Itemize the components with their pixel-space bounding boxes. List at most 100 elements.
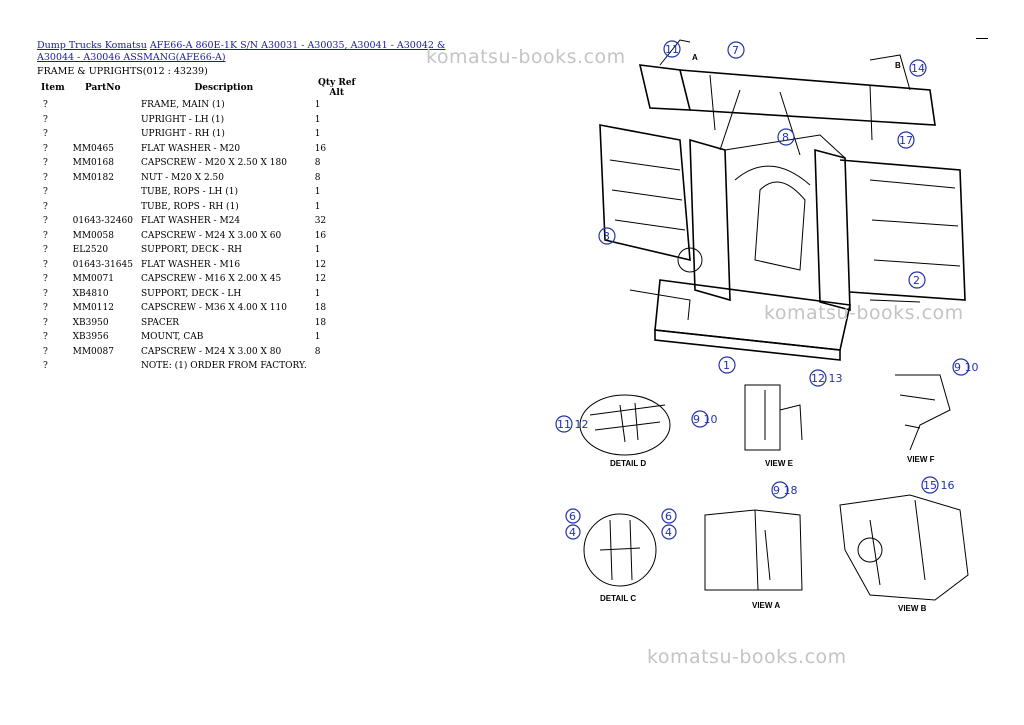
callout-9-10-view-f: 9 10 bbox=[952, 358, 979, 376]
svg-text:9 10: 9 10 bbox=[954, 361, 979, 374]
watermark-top: komatsu-books.com bbox=[426, 46, 626, 68]
cell-desc: MOUNT, CAB bbox=[140, 332, 204, 343]
cell-desc: CAPSCREW - M36 X 4.00 X 110 bbox=[140, 303, 287, 314]
cell-qty: 1 bbox=[314, 129, 321, 140]
cell-qty: 16 bbox=[314, 143, 327, 154]
cell-part bbox=[69, 185, 137, 200]
cell-item: ? bbox=[43, 114, 48, 125]
view-b-label: VIEW B bbox=[898, 604, 927, 613]
view-f-drawing: VIEW F bbox=[895, 374, 951, 464]
svg-text:1: 1 bbox=[723, 359, 730, 372]
cell-part: MM0087 bbox=[72, 346, 114, 357]
cell-item: ? bbox=[43, 216, 48, 227]
header-qty-ref-alt: Qty Ref Alt bbox=[317, 78, 356, 98]
cell-part: MM0168 bbox=[72, 158, 114, 169]
cell-item: ? bbox=[43, 158, 48, 169]
cell-qty bbox=[311, 359, 363, 374]
cell-part: 01643-31645 bbox=[72, 259, 133, 270]
callout-17: 17 bbox=[897, 131, 915, 149]
cell-desc: UPRIGHT - LH (1) bbox=[140, 114, 225, 125]
cell-part: XB3950 bbox=[72, 317, 109, 328]
svg-text:9 18: 9 18 bbox=[773, 484, 798, 497]
cell-item: ? bbox=[43, 259, 48, 270]
letter-b: B bbox=[895, 61, 901, 70]
svg-text:4: 4 bbox=[569, 526, 576, 539]
cell-part: MM0058 bbox=[72, 230, 114, 241]
main-frame-drawing bbox=[599, 39, 966, 361]
svg-text:11 12: 11 12 bbox=[557, 418, 589, 431]
breadcrumb-link-dump-trucks[interactable]: Dump Trucks Komatsu bbox=[37, 40, 147, 51]
cell-item: ? bbox=[43, 230, 48, 241]
svg-text:4: 4 bbox=[665, 526, 672, 539]
cell-part: MM0182 bbox=[72, 172, 114, 183]
callout-9-18: 9 18 bbox=[771, 481, 798, 499]
breadcrumb: Dump Trucks Komatsu AFE66-A 860E-1K S/N … bbox=[37, 40, 457, 64]
cell-desc: FLAT WASHER - M20 bbox=[140, 143, 241, 154]
cell-desc: UPRIGHT - RH (1) bbox=[140, 129, 225, 140]
cell-item: ? bbox=[43, 143, 48, 154]
cell-item: ? bbox=[43, 288, 48, 299]
cell-qty: 1 bbox=[314, 288, 321, 299]
svg-text:15 16: 15 16 bbox=[923, 479, 955, 492]
cell-desc: NUT - M20 X 2.50 bbox=[140, 172, 224, 183]
table-row: ? MM0058 CAPSCREW - M24 X 3.00 X 60 16 bbox=[37, 229, 363, 244]
cell-part: MM0112 bbox=[72, 303, 114, 314]
cell-qty: 8 bbox=[314, 158, 321, 169]
detail-c-label: DETAIL C bbox=[600, 594, 636, 603]
cell-desc: CAPSCREW - M24 X 3.00 X 60 bbox=[140, 230, 282, 241]
cell-part bbox=[69, 200, 137, 215]
table-row: ? MM0087 CAPSCREW - M24 X 3.00 X 80 8 bbox=[37, 345, 363, 360]
cell-qty: 1 bbox=[314, 114, 321, 125]
callout-3: 3 bbox=[598, 227, 616, 245]
cell-qty: 1 bbox=[314, 245, 321, 256]
view-e-label: VIEW E bbox=[765, 459, 794, 468]
cell-item: ? bbox=[43, 361, 48, 372]
cell-part bbox=[69, 113, 137, 128]
cell-part: 01643-32460 bbox=[72, 216, 133, 227]
callout-8: 8 bbox=[777, 128, 795, 146]
table-row: ?UPRIGHT - RH (1)1 bbox=[37, 127, 363, 142]
svg-text:12 13: 12 13 bbox=[811, 372, 843, 385]
cell-qty: 18 bbox=[314, 317, 327, 328]
cell-part: MM0071 bbox=[72, 274, 114, 285]
view-a-label: VIEW A bbox=[752, 601, 780, 610]
svg-text:6: 6 bbox=[569, 510, 576, 523]
svg-text:11: 11 bbox=[665, 43, 679, 56]
cell-item: ? bbox=[43, 172, 48, 183]
detail-d-label: DETAIL D bbox=[610, 459, 646, 468]
cell-desc: CAPSCREW - M16 X 2.00 X 45 bbox=[140, 274, 282, 285]
page-subtitle: FRAME & UPRIGHTS(012 : 43239) bbox=[37, 66, 208, 77]
cell-item: ? bbox=[43, 346, 48, 357]
callout-9-10-detail-d: 9 10 bbox=[691, 410, 718, 428]
cell-qty: 1 bbox=[314, 332, 321, 343]
table-row: ?TUBE, ROPS - RH (1)1 bbox=[37, 200, 363, 215]
breadcrumb-link-model[interactable]: AFE66-A 860E-1K S/N A30031 - A30035, A30… bbox=[37, 40, 446, 63]
parts-table-body: ?FRAME, MAIN (1)1? UPRIGHT - LH (1) 1? UPRI… bbox=[37, 98, 363, 374]
cell-qty: 18 bbox=[314, 303, 327, 314]
cell-desc: CAPSCREW - M24 X 3.00 X 80 bbox=[140, 346, 282, 357]
cell-qty: 12 bbox=[314, 274, 327, 285]
callout-4-right: 4 bbox=[661, 524, 677, 540]
svg-text:8: 8 bbox=[782, 131, 789, 144]
view-b-drawing: VIEW B bbox=[839, 494, 969, 613]
frame-uprights-diagram: DETAIL D VIEW E VIEW F DETAIL C VIEW A V… bbox=[555, 39, 979, 613]
cell-item: ? bbox=[43, 100, 48, 111]
cell-qty: 32 bbox=[314, 216, 327, 227]
cell-item: ? bbox=[43, 332, 48, 343]
callout-6-right: 6 bbox=[661, 508, 677, 524]
table-row: ?TUBE, ROPS - LH (1)1 bbox=[37, 185, 363, 200]
cell-item: ? bbox=[43, 303, 48, 314]
cell-qty: 8 bbox=[314, 346, 321, 357]
cell-desc: TUBE, ROPS - LH (1) bbox=[140, 187, 239, 198]
cell-desc: SUPPORT, DECK - RH bbox=[140, 245, 242, 256]
table-row: ?FRAME, MAIN (1)1 bbox=[37, 98, 363, 113]
cell-qty: 16 bbox=[314, 230, 327, 241]
view-f-label: VIEW F bbox=[907, 455, 935, 464]
